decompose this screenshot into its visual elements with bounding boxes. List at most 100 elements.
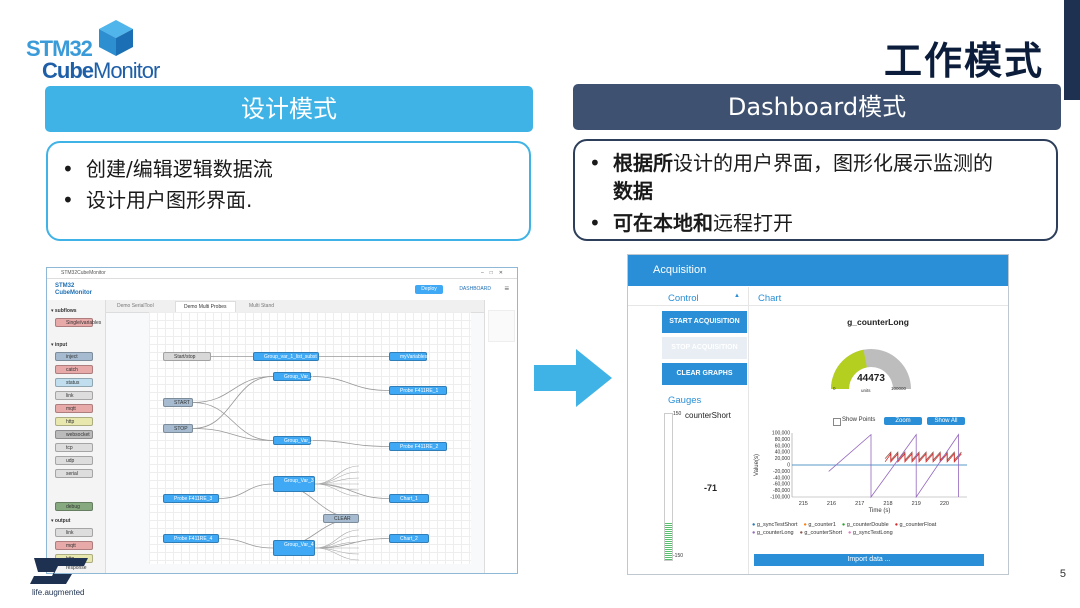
legend-entry[interactable]: ● g_counter1: [803, 522, 836, 528]
menu-icon[interactable]: ≡: [504, 284, 509, 293]
gauge-dial: [831, 349, 911, 389]
flow-node[interactable]: Probe F411RE_4: [163, 534, 219, 543]
flow-node[interactable]: Probe F411RE_1: [389, 386, 447, 395]
page-number: 5: [1059, 568, 1066, 580]
node-palette: ▾ subflows ▾ input ▾ output Single/variable…: [47, 300, 106, 573]
flow-node[interactable]: CLEAR: [323, 514, 359, 523]
line-chart: 100,00080,00060,00040,00020,0000-20,000-…: [754, 431, 967, 514]
clear-graphs-button[interactable]: CLEAR GRAPHS: [662, 363, 747, 385]
gauge-value: 44473: [857, 373, 885, 384]
x-tick-label: 220: [940, 501, 949, 507]
y-tick-label: 40,000: [775, 450, 791, 456]
flow-node[interactable]: Group_Var_4: [273, 540, 315, 556]
legend-entry[interactable]: ● g_counterDouble: [841, 522, 889, 528]
dashboard-mode-header: Dashboard模式: [573, 84, 1061, 130]
gauges-label: Gauges: [668, 395, 702, 406]
flow-node[interactable]: myVariables: [389, 352, 427, 361]
flow-node[interactable]: STOP: [163, 424, 193, 433]
flow-node[interactable]: START: [163, 398, 193, 407]
flow-node[interactable]: Chart_1: [389, 494, 429, 503]
bar-title: counterShort: [685, 411, 731, 420]
palette-node[interactable]: inject: [55, 352, 93, 361]
show-all-button[interactable]: Show All: [927, 417, 965, 425]
x-axis-label: Time (s): [869, 508, 891, 514]
y-tick-label: 80,000: [775, 437, 791, 443]
palette-node[interactable]: status: [55, 378, 93, 387]
logo-line2: CubeMonitor: [42, 58, 160, 83]
flow-node[interactable]: Group_var_1_list_subst: [253, 352, 319, 361]
palette-node[interactable]: link: [55, 528, 93, 537]
y-tick-label: -60,000: [773, 482, 790, 488]
flow-wire: [192, 376, 274, 403]
counter-short-level-bar: [664, 413, 673, 561]
flow-node[interactable]: Probe F411RE_2: [389, 442, 447, 451]
legend-entry[interactable]: ● g_counterLong: [752, 530, 794, 536]
palette-node[interactable]: mqtt: [55, 404, 93, 413]
palette-node[interactable]: catch: [55, 365, 93, 374]
collapse-caret-icon[interactable]: ▲: [734, 293, 740, 299]
palette-node[interactable]: mqtt: [55, 541, 93, 550]
palette-node[interactable]: http: [55, 417, 93, 426]
show-points-checkbox[interactable]: [833, 418, 841, 426]
flow-node[interactable]: Group_Var_3: [273, 476, 315, 492]
stop-acquisition-button[interactable]: STOP ACQUISITION: [662, 337, 747, 359]
palette-node[interactable]: link: [55, 391, 93, 400]
palette-node[interactable]: Single/variables: [55, 318, 101, 327]
legend-entry[interactable]: ● g_counterShort: [799, 530, 843, 536]
logo-line1: STM32: [26, 36, 93, 61]
cube-icon: [99, 20, 133, 56]
flow-canvas[interactable]: Start/stop Group_var_1_list_subst myVariab…: [149, 312, 471, 564]
y-axis-label: Value(s): [754, 454, 760, 476]
y-tick-label: 100,000: [772, 431, 790, 437]
palette-node[interactable]: udp: [55, 456, 93, 465]
flow-wire: [192, 376, 274, 429]
palette-node[interactable]: serial: [55, 469, 93, 478]
y-tick-label: -100,000: [770, 495, 790, 501]
st-logo: [30, 558, 88, 584]
gauge-title: g_counterLong: [847, 317, 909, 327]
tab-multi-stand[interactable]: Multi Stand: [249, 303, 275, 309]
x-tick-label: 217: [855, 501, 864, 507]
dashboard-bullet-2: 可在本地和远程打开: [589, 209, 1056, 237]
legend-entry[interactable]: ● g_syncTestLong: [848, 530, 893, 536]
tab-serialtool[interactable]: Demo SerialTool: [117, 303, 154, 309]
y-tick-label: 0: [787, 463, 790, 469]
design-mode-header: 设计模式: [45, 86, 533, 132]
debug-messages: [488, 310, 515, 342]
palette-node[interactable]: tcp: [55, 443, 93, 452]
deploy-button[interactable]: Deploy: [415, 285, 443, 294]
debug-sidebar: [484, 300, 517, 573]
zoom-button[interactable]: Zoom: [884, 417, 922, 425]
start-acquisition-button[interactable]: START ACQUISITION: [662, 311, 747, 333]
flow-node[interactable]: Probe F411RE_3: [163, 494, 219, 503]
dashboard-link[interactable]: DASHBOARD: [459, 286, 491, 292]
flow-node[interactable]: Chart_2: [389, 534, 429, 543]
legend-entry[interactable]: ● g_syncTestShort: [752, 522, 798, 528]
legend-entry[interactable]: ● g_counterFloat: [894, 522, 937, 528]
flow-node[interactable]: Group_Var_1: [273, 372, 314, 381]
flow-wire: [310, 440, 390, 447]
acquisition-header: Acquisition: [628, 255, 1008, 286]
palette-section-output[interactable]: ▾ output: [51, 518, 71, 524]
chart-label: Chart: [758, 293, 782, 304]
import-data-button[interactable]: Import data ...: [754, 554, 984, 566]
gauge-max: 100000: [891, 386, 907, 391]
x-tick-label: 219: [912, 501, 921, 507]
palette-section-subflows[interactable]: ▾ subflows: [51, 308, 77, 314]
chart-legend: ● g_syncTestShort ● g_counter1 ● g_counter…: [752, 521, 1006, 537]
slide-title: 工作模式: [883, 39, 1044, 83]
palette-section-input[interactable]: ▾ input: [51, 342, 68, 348]
palette-node[interactable]: websocket: [55, 430, 93, 439]
tab-multi-probes[interactable]: Demo Multi Probes: [175, 301, 236, 312]
flow-node[interactable]: Start/stop: [163, 352, 211, 361]
flow-node[interactable]: Group_Var_2: [273, 436, 314, 445]
series-line-g_counterFloat: [884, 452, 962, 463]
gauge-min: 0: [833, 386, 836, 391]
flow-wire: [314, 483, 390, 499]
flow-wire: [192, 428, 274, 441]
palette-node[interactable]: debug: [55, 502, 93, 511]
flow-wire: [314, 483, 360, 497]
